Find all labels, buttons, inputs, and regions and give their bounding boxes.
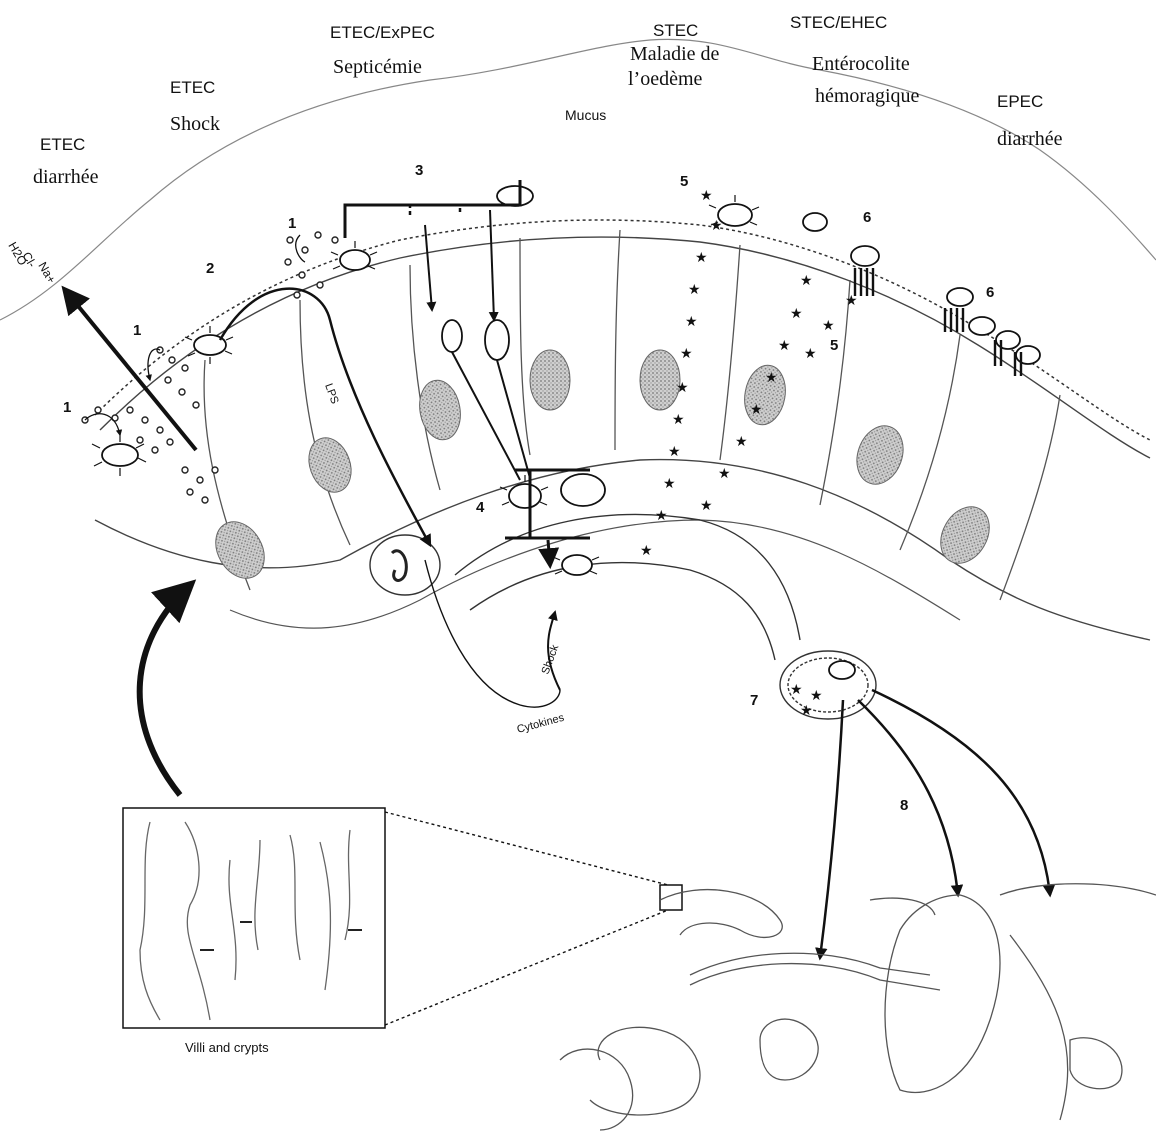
svg-text:★: ★	[790, 682, 803, 698]
villi-inset	[123, 808, 682, 1028]
invasion-arrow-2	[490, 210, 494, 320]
bacterium-etec-1	[102, 444, 138, 466]
svg-text:★: ★	[790, 306, 803, 322]
bacterium-ehec	[851, 246, 879, 266]
svg-text:1: 1	[288, 215, 296, 232]
pathotype-5-code: STEC/EHEC	[790, 13, 887, 32]
svg-text:★: ★	[695, 250, 708, 266]
bacterium-submucosa	[509, 484, 541, 508]
cytokine-curve	[425, 560, 560, 707]
svg-text:★: ★	[804, 346, 817, 362]
svg-text:3: 3	[415, 162, 423, 179]
bacterium-stec-2	[803, 213, 827, 231]
svg-text:★: ★	[710, 218, 723, 234]
svg-text:2: 2	[206, 260, 214, 277]
pathotype-6-code: EPEC	[997, 92, 1043, 111]
transcytosis-line-1	[452, 352, 520, 480]
svg-text:★: ★	[800, 273, 813, 289]
systemic-arrow-3	[872, 690, 1050, 895]
bacterium-epec-3	[996, 331, 1020, 349]
svg-text:★: ★	[800, 703, 813, 719]
svg-text:★: ★	[845, 293, 858, 309]
invasion-arrow-1	[425, 225, 432, 310]
svg-text:4: 4	[476, 499, 485, 516]
svg-text:7: 7	[750, 692, 758, 709]
pathotype-4-disease-2: l’oedème	[628, 68, 703, 90]
svg-text:1: 1	[63, 399, 71, 416]
bracket-3	[345, 180, 520, 238]
pathotype-4-disease-1: Maladie de	[630, 43, 720, 65]
cytokines-label: Cytokines	[516, 712, 566, 736]
pathotype-3-disease: Septicémie	[333, 56, 422, 78]
svg-text:★: ★	[688, 282, 701, 298]
pathotype-2-disease: Shock	[170, 113, 220, 135]
lps-arrow	[220, 289, 430, 545]
svg-text:5: 5	[680, 173, 688, 190]
bacterium-vessel	[562, 555, 592, 575]
svg-text:★: ★	[810, 688, 823, 704]
bacterium-macrophage	[561, 474, 605, 506]
svg-text:★: ★	[700, 188, 713, 204]
svg-text:8: 8	[900, 797, 908, 814]
svg-text:★: ★	[700, 498, 713, 514]
bacterium-expec	[340, 250, 370, 270]
pathotype-2-code: ETEC	[170, 78, 215, 97]
svg-text:6: 6	[986, 284, 994, 301]
svg-text:★: ★	[685, 314, 698, 330]
bacterium-vessel-cross	[829, 661, 855, 679]
svg-text:★: ★	[778, 338, 791, 354]
svg-text:★: ★	[640, 543, 653, 559]
pathotype-labels: ETEC diarrhée ETEC Shock ETEC/ExPEC Sept…	[33, 13, 1063, 188]
svg-text:1: 1	[133, 322, 141, 339]
svg-text:★: ★	[680, 346, 693, 362]
pathotype-3-code: ETEC/ExPEC	[330, 23, 435, 42]
cell-separators	[204, 230, 1060, 600]
svg-text:★: ★	[668, 444, 681, 460]
shock-label: Shock	[540, 643, 562, 676]
systemic-arrow-1	[820, 700, 843, 958]
pathotype-5-disease-2: hémoragique	[815, 85, 920, 107]
bacterium-epec-1	[947, 288, 973, 306]
pathotype-1-disease: diarrhée	[33, 166, 99, 188]
shiga-toxin-stars: ★★★ ★★★ ★★★ ★★★ ★★★ ★★★ ★★ ★★★ ★★★	[640, 188, 858, 719]
pathotype-6-disease: diarrhée	[997, 128, 1063, 150]
na-label: Na+	[35, 260, 58, 286]
secretion-arrow	[65, 290, 196, 450]
svg-text:5: 5	[830, 337, 838, 354]
inset-to-tissue-arrow	[140, 585, 190, 795]
svg-text:★: ★	[822, 318, 835, 334]
svg-text:★: ★	[663, 476, 676, 492]
organ-sketch	[560, 884, 1156, 1130]
svg-text:★: ★	[765, 370, 778, 386]
inset-caption: Villi and crypts	[185, 1040, 269, 1055]
svg-text:★: ★	[655, 508, 668, 524]
svg-text:★: ★	[718, 466, 731, 482]
svg-text:★: ★	[676, 380, 689, 396]
lps-label: LPS	[322, 382, 340, 406]
bacterium-free	[497, 186, 533, 206]
bacterium-stec	[718, 204, 752, 226]
svg-text:★: ★	[735, 434, 748, 450]
bacterium-epec-2	[969, 317, 995, 335]
pathotype-4-code: STEC	[653, 21, 698, 40]
svg-text:★: ★	[750, 402, 763, 418]
bacteria	[102, 186, 1040, 679]
svg-text:6: 6	[863, 209, 871, 226]
bacterium-vacuole-1	[442, 320, 462, 352]
pathotype-5-disease-1: Entérocolite	[812, 53, 910, 75]
mucus-label: Mucus	[565, 107, 606, 123]
pathotype-1-code: ETEC	[40, 135, 85, 154]
lamina-line	[230, 520, 960, 628]
svg-text:★: ★	[672, 412, 685, 428]
bacterium-vacuole-2	[485, 320, 509, 360]
bacterium-epec-4	[1016, 346, 1040, 364]
bracket-4-arrow	[548, 540, 550, 565]
apical-line	[100, 237, 1150, 458]
